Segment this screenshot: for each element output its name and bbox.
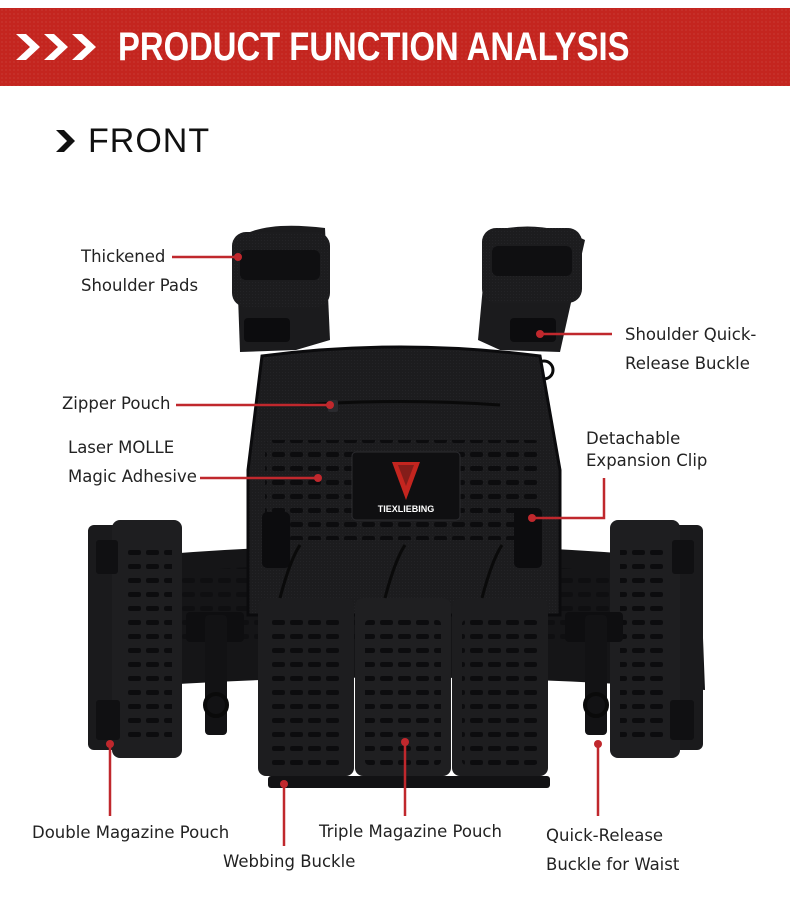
left-side-pouch — [88, 520, 182, 758]
triple-chevron-icon — [16, 34, 96, 60]
callout-thickened-shoulder-pads: Thickened Shoulder Pads — [81, 242, 198, 300]
callout-line: Double Magazine Pouch — [32, 823, 230, 842]
left-waist-buckle — [186, 612, 244, 735]
callout-line: Thickened — [81, 247, 166, 266]
callout-line: Quick-Release — [546, 826, 664, 845]
callout-double-mag-pouch: Double Magazine Pouch — [32, 818, 229, 847]
callout-shoulder-quick-release: Shoulder Quick- Release Buckle — [625, 320, 756, 378]
right-waist-buckle — [565, 612, 623, 735]
callout-line: Shoulder Pads — [81, 276, 199, 295]
page-title: PRODUCT FUNCTION ANALYSIS — [118, 25, 630, 69]
callout-line: Zipper Pouch — [62, 394, 171, 413]
plate-carrier-body: TIEXLIEBING — [246, 345, 562, 617]
callout-waist-release: Quick-Release Buckle for Waist — [546, 821, 679, 879]
callout-line: Release Buckle — [625, 354, 750, 373]
callout-zipper-pouch: Zipper Pouch — [62, 389, 170, 418]
section-title: FRONT — [88, 122, 211, 160]
callout-detachable-clip: Detachable Expansion Clip — [586, 428, 707, 472]
callout-line: Shoulder Quick- — [625, 325, 757, 344]
right-side-pouch — [610, 520, 703, 758]
callout-line: Webbing Buckle — [223, 852, 356, 871]
callout-line: Triple Magazine Pouch — [319, 822, 502, 841]
header-banner: PRODUCT FUNCTION ANALYSIS — [0, 8, 790, 86]
bottom-webbing — [268, 776, 550, 788]
callout-line: Detachable — [586, 429, 681, 448]
patch-logo-text: TIEXLIEBING — [378, 504, 435, 514]
callout-line: Expansion Clip — [586, 451, 708, 470]
triple-magazine-pouch — [258, 544, 548, 776]
callout-line: Buckle for Waist — [546, 855, 680, 874]
callout-line: Laser MOLLE — [68, 438, 175, 457]
chevron-right-icon — [56, 130, 75, 152]
callout-triple-mag-pouch: Triple Magazine Pouch — [319, 817, 502, 846]
callout-line: Magic Adhesive — [68, 467, 197, 486]
callout-laser-molle: Laser MOLLE Magic Adhesive — [68, 433, 197, 491]
callout-webbing-buckle: Webbing Buckle — [223, 847, 355, 876]
left-shoulder-strap — [232, 225, 330, 381]
